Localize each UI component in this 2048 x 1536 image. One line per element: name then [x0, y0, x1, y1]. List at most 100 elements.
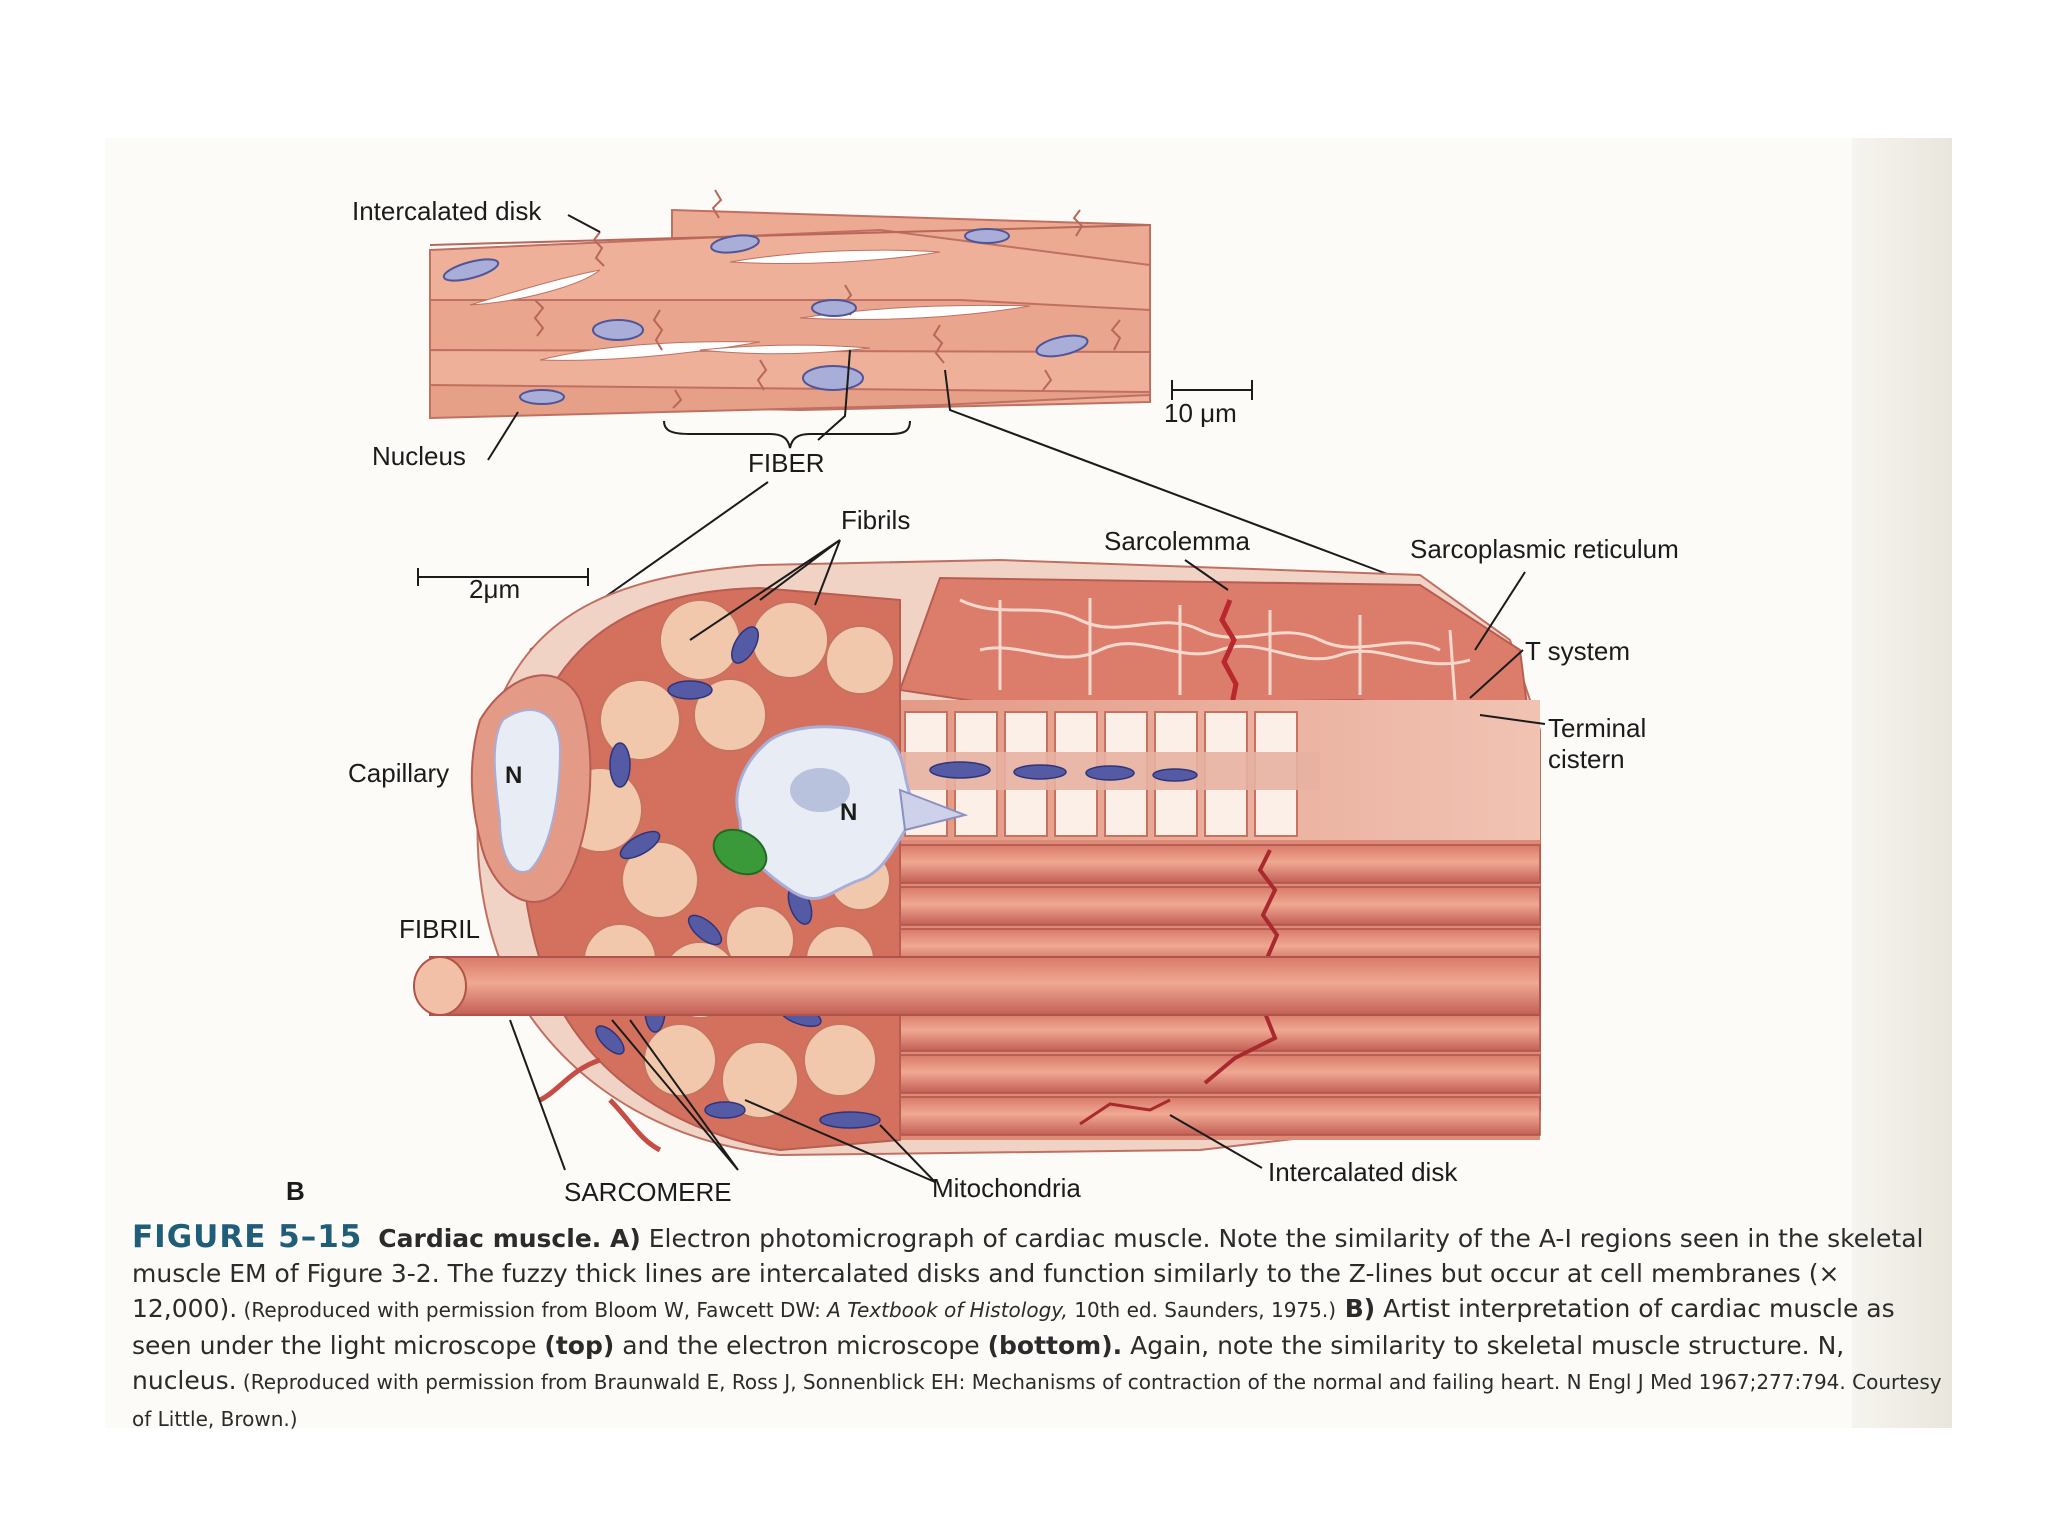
- electron-microscope-block: [413, 558, 1541, 1157]
- interfiber-space: [539, 341, 761, 361]
- label-scale-10um: 10 μm: [1164, 398, 1237, 428]
- intercalated-disk-line: [592, 231, 605, 267]
- interfiber-space: [729, 249, 941, 265]
- mitochondria-leader: [744, 1099, 936, 1183]
- fibrils-leader: [689, 539, 841, 641]
- myofibril-strip: [879, 886, 1541, 926]
- mitochondrion: [687, 914, 723, 946]
- scale-10um-bar: [1171, 380, 1253, 400]
- fiber-top-edge: [429, 224, 1151, 246]
- zoom-line-right: [944, 369, 1391, 576]
- fiber-brace: [663, 420, 911, 449]
- myofibril-strip: [879, 1054, 1541, 1094]
- page-edge-shadow: [1852, 138, 1952, 1428]
- sr-tubule: [959, 598, 1441, 652]
- caption-credit-a-post: 10th ed. Saunders, 1975.): [1067, 1298, 1337, 1322]
- caption-text-a: Electron photomicrograph of cardiac musc…: [132, 1224, 1924, 1323]
- interfiber-space: [799, 304, 1031, 320]
- fiber-nucleus: [519, 389, 565, 405]
- green-body: [712, 828, 768, 876]
- interstitial-process: [538, 1057, 662, 1153]
- label-panel-b: B: [286, 1176, 305, 1206]
- label-nucleus: Nucleus: [372, 441, 466, 471]
- caption-credit-b: (Reproduced with permission from Braunwa…: [132, 1370, 1942, 1431]
- myofibril-strip: [879, 1012, 1541, 1052]
- mitochondrion: [1152, 768, 1198, 782]
- label-mitochondria: Mitochondria: [932, 1173, 1081, 1203]
- intercalated-disk-lower: [1079, 1098, 1171, 1126]
- fibril-cross-section: [643, 1023, 717, 1097]
- label-sarcomere: SARCOMERE: [564, 1177, 732, 1207]
- label-fibril: FIBRIL: [399, 914, 480, 944]
- fibril-cross-section: [721, 1041, 799, 1119]
- mitochondrion: [731, 626, 759, 664]
- bottom-leader-lines: [509, 539, 1546, 1183]
- intercalated-disk-line: [756, 359, 768, 391]
- fiber-nucleus: [442, 258, 500, 282]
- label-scale-2um: 2μm: [469, 574, 521, 604]
- fiber-row-5: [429, 383, 1151, 420]
- caption-credit-a-book: A Textbook of Histology,: [827, 1298, 1068, 1322]
- mitochondrion: [595, 1025, 625, 1055]
- mitochondrion: [619, 830, 661, 860]
- caption-text-b1: Artist interpretation of cardiac muscle …: [132, 1294, 1895, 1360]
- mitochondrion: [819, 1111, 881, 1129]
- intercalated-disk-leader: [1169, 1114, 1263, 1169]
- fibril-cross-section: [751, 601, 829, 679]
- sr-tubule: [998, 598, 1457, 701]
- nucleus-chromatin: [790, 768, 850, 812]
- intercalated-disk-line: [1042, 369, 1053, 391]
- label-fiber: FIBER: [748, 448, 825, 478]
- fiber-nucleus: [964, 228, 1010, 244]
- intercalated-disk-line: [932, 324, 945, 364]
- figure-caption: FIGURE 5–15 Cardiac muscle. A) Electron …: [132, 1220, 1952, 1437]
- fibril-cross-section: [659, 599, 741, 681]
- fiber-nucleus: [710, 234, 760, 254]
- fibril-cross-section: [803, 1023, 877, 1097]
- myofibril-strip: [879, 1096, 1541, 1136]
- fibril-cross-section: [621, 841, 699, 919]
- fiber-nucleus: [802, 365, 864, 391]
- protruding-fibril: [413, 956, 1541, 1016]
- fibril-cross-section: [599, 679, 681, 761]
- intercalated-disk-line: [711, 189, 723, 219]
- interfiber-space: [469, 269, 601, 306]
- caption-top: (top): [544, 1331, 615, 1360]
- fibril-cross-section: [825, 625, 895, 695]
- sr-tubule: [979, 642, 1471, 666]
- sarcomere-leader: [509, 1019, 739, 1171]
- terminal-cistern-leader: [1479, 714, 1546, 725]
- mitochondrion: [929, 761, 991, 779]
- label-intercalated-disk-top: Intercalated disk: [352, 196, 542, 226]
- sarcoplasmic-reticulum-leader: [1474, 571, 1526, 651]
- myofibril-strip: [879, 844, 1541, 884]
- caption-credit-a-pre: (Reproduced with permission from Bloom W…: [237, 1298, 828, 1322]
- label-cell-nucleus: N: [840, 799, 858, 826]
- intercalated-disk-line: [672, 389, 683, 409]
- fiber-nucleus: [1035, 334, 1089, 358]
- mitochondrion: [704, 1101, 746, 1119]
- t-system-leader: [1469, 649, 1524, 699]
- label-terminal-cistern-line2: cistern: [1548, 744, 1625, 774]
- interfiber-space: [699, 344, 871, 355]
- label-terminal-cistern-line1: Terminal: [1548, 713, 1647, 743]
- intercalated-disk-leader: [567, 214, 601, 233]
- label-fibrils: Fibrils: [841, 505, 911, 535]
- fiber-nucleus: [592, 319, 644, 341]
- caption-text-b3: Again, note the similarity to skeletal m…: [132, 1331, 1845, 1395]
- fiber-nucleus: [811, 299, 857, 317]
- mitochondrion: [1013, 764, 1067, 780]
- intercalated-disk-line: [1110, 319, 1122, 351]
- label-sarcoplasmic-reticulum: Sarcoplasmic reticulum: [1410, 534, 1679, 564]
- nucleus-leader: [487, 411, 519, 461]
- figure-number: FIGURE 5–15: [132, 1219, 363, 1255]
- cell-nucleus: [735, 725, 923, 901]
- scale-2um-bar: [417, 568, 589, 586]
- intercalated-disk-line: [533, 299, 545, 337]
- fiber-leader: [817, 349, 851, 441]
- intercalated-disk-line: [1072, 209, 1084, 237]
- fibril-rod: [429, 956, 1541, 1016]
- mitochondrion: [609, 742, 631, 788]
- caption-part-b: B): [1336, 1294, 1376, 1323]
